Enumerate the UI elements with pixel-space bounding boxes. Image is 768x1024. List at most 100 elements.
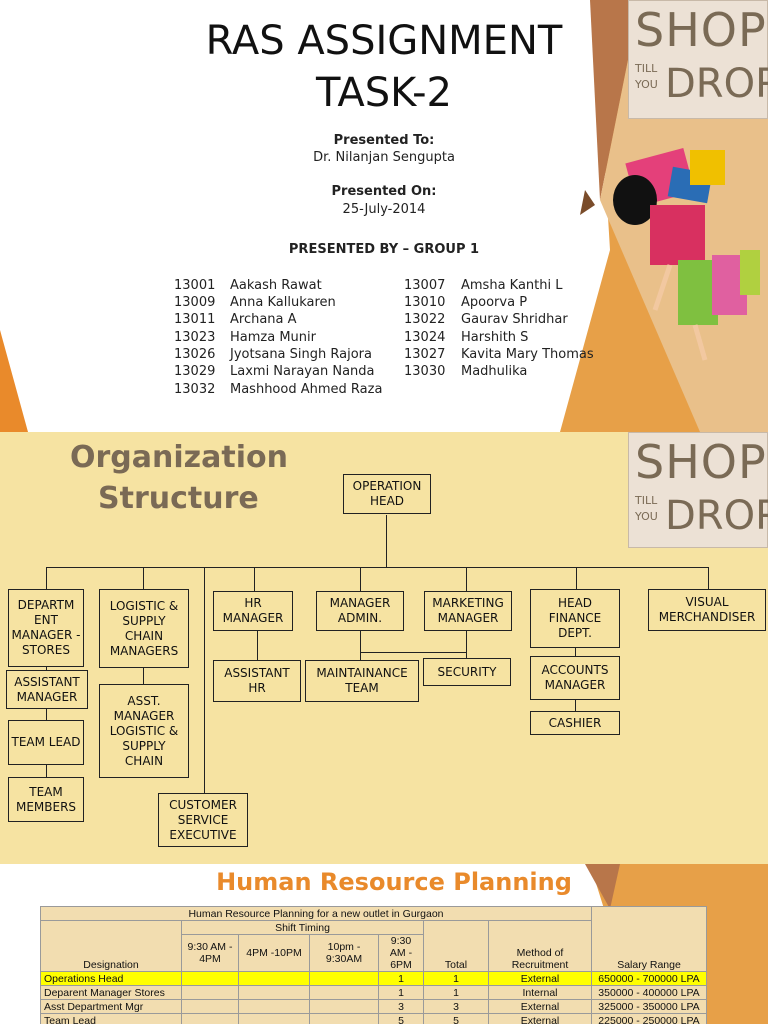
header-shift-1: 9:30 AM - 4PM (181, 934, 239, 972)
table-row: Deparent Manager Stores 1 1 Internal 350… (40, 985, 707, 1000)
cell-shift-4: 1 (378, 985, 424, 1000)
marketing-manager-box: MARKETING MANAGER (424, 591, 512, 631)
customer-service-box: CUSTOMER SERVICE EXECUTIVE (158, 793, 248, 847)
logo-drop-text: DROP (665, 61, 768, 107)
hr-planning-table: Human Resource Planning for a new outlet… (40, 906, 707, 1024)
connector-line (204, 567, 205, 793)
connector-line (708, 567, 709, 589)
connector-line (46, 567, 47, 589)
cell-salary: 325000 - 350000 LPA (591, 999, 707, 1014)
assistant-hr-box: ASSISTANT HR (213, 660, 301, 702)
logo-drop-text: DROP (665, 493, 768, 539)
member-name: Archana A (230, 312, 297, 327)
cell-method: External (488, 971, 592, 986)
header-total: Total (423, 920, 489, 972)
header-designation: Designation (40, 920, 182, 972)
connector-line (360, 567, 361, 591)
member-id: 13030 (404, 364, 446, 379)
department-manager-box: DEPARTM ENT MANAGER - STORES (8, 589, 84, 667)
title-slide: SHOP TILL YOU DROP RAS ASSIGNMENT TASK-2… (0, 0, 768, 432)
cell-shift-2 (238, 1013, 310, 1024)
accounts-manager-box: ACCOUNTS MANAGER (530, 656, 620, 700)
member-name: Harshith S (461, 330, 529, 345)
table-title: Human Resource Planning for a new outlet… (40, 906, 592, 921)
cell-shift-3 (309, 999, 379, 1014)
cell-shift-4: 5 (378, 1013, 424, 1024)
member-id: 13029 (174, 364, 216, 379)
header-shift-3: 10pm - 9:30AM (309, 934, 379, 972)
title-line-2: TASK-2 (316, 70, 452, 116)
cell-shift-4: 3 (378, 999, 424, 1014)
org-structure-slide: Organization Structure SHOP TILL YOU DRO… (0, 432, 768, 864)
cell-shift-2 (238, 999, 310, 1014)
cell-shift-2 (238, 971, 310, 986)
org-title-line-1: Organization (70, 440, 288, 475)
connector-line (257, 625, 258, 660)
header-shift-2: 4PM -10PM (238, 934, 310, 972)
hr-planning-slide: Human Resource Planning Human Resource P… (0, 864, 768, 1024)
connector-line (576, 567, 577, 589)
member-id: 13032 (174, 382, 216, 397)
cell-shift-2 (238, 985, 310, 1000)
member-name: Hamza Munir (230, 330, 316, 345)
member-id: 13026 (174, 347, 216, 362)
member-name: Amsha Kanthi L (461, 278, 563, 293)
cell-shift-4: 1 (378, 971, 424, 986)
cell-shift-1 (181, 1013, 239, 1024)
connector-line (575, 700, 576, 711)
member-name: Apoorva P (461, 295, 528, 310)
connector-line (466, 567, 467, 591)
maintenance-team-box: MAINTAINANCE TEAM (305, 660, 419, 702)
cell-total: 5 (423, 1013, 489, 1024)
logo-till-text: TILL (635, 494, 658, 507)
member-id: 13022 (404, 312, 446, 327)
cashier-box: CASHIER (530, 711, 620, 735)
member-id: 13007 (404, 278, 446, 293)
header-shift-4: 9:30 AM - 6PM (378, 934, 424, 972)
cell-method: External (488, 1013, 592, 1024)
header-salary: Salary Range (591, 906, 707, 972)
member-name: Kavita Mary Thomas (461, 347, 594, 362)
cell-designation: Team Lead (40, 1013, 182, 1024)
title-line-1: RAS ASSIGNMENT (205, 18, 563, 64)
connector-line (360, 631, 361, 660)
manager-admin-box: MANAGER ADMIN. (316, 591, 404, 631)
member-id: 13001 (174, 278, 216, 293)
cell-method: Internal (488, 985, 592, 1000)
member-name: Anna Kallukaren (230, 295, 336, 310)
cell-shift-1 (181, 985, 239, 1000)
member-name: Gaurav Shridhar (461, 312, 568, 327)
cell-shift-1 (181, 971, 239, 986)
header-method: Method of Recruitment (488, 920, 592, 972)
shop-till-you-drop-logo: SHOP TILL YOU DROP (628, 432, 768, 548)
presented-on-label: Presented On: (331, 184, 437, 199)
security-box: SECURITY (423, 658, 511, 686)
presented-by-label: PRESENTED BY – GROUP 1 (288, 242, 480, 257)
shopper-illustration (613, 147, 760, 361)
member-id: 13010 (404, 295, 446, 310)
table-row: Operations Head 1 1 External 650000 - 70… (40, 971, 707, 986)
connector-line (46, 765, 47, 777)
connector-line (360, 652, 466, 653)
cell-shift-3 (309, 971, 379, 986)
logo-shop-text: SHOP (635, 435, 767, 489)
member-name: Mashhood Ahmed Raza (230, 382, 383, 397)
asst-logistic-box: ASST. MANAGER LOGISTIC & SUPPLY CHAIN (99, 684, 189, 778)
cell-shift-3 (309, 985, 379, 1000)
hr-manager-box: HR MANAGER (213, 591, 293, 631)
cell-total: 3 (423, 999, 489, 1014)
presented-on-value: 25-July-2014 (342, 202, 426, 217)
member-id: 13009 (174, 295, 216, 310)
cell-total: 1 (423, 985, 489, 1000)
logo-till-text: TILL (635, 62, 658, 75)
cell-salary: 650000 - 700000 LPA (591, 971, 707, 986)
member-name: Jyotsana Singh Rajora (230, 347, 372, 362)
member-id: 13023 (174, 330, 216, 345)
logo-shop-text: SHOP (635, 3, 767, 57)
team-lead-box: TEAM LEAD (8, 720, 84, 765)
connector-line (466, 631, 467, 658)
cell-designation: Operations Head (40, 971, 182, 986)
cell-total: 1 (423, 971, 489, 986)
connector-line (143, 567, 144, 589)
member-id: 13011 (174, 312, 216, 327)
